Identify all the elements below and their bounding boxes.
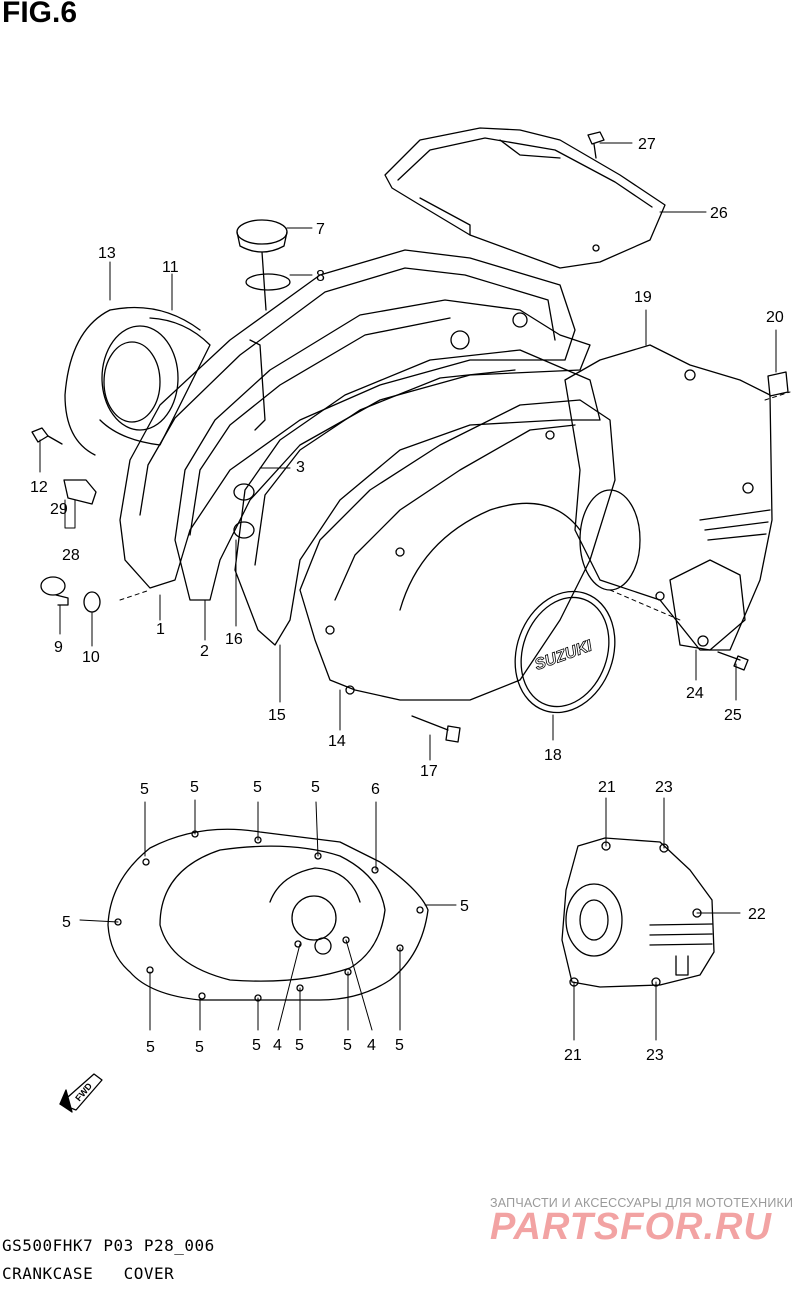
- callout-5: 5: [146, 1039, 155, 1056]
- callout-1: 1: [156, 621, 165, 638]
- callout-26: 26: [710, 205, 728, 222]
- part-12-bolt[interactable]: [31, 427, 63, 445]
- fwd-direction-arrow: [59, 1073, 103, 1113]
- part-7-filler-cap[interactable]: [236, 219, 288, 311]
- callout-5: 5: [395, 1037, 404, 1054]
- callout-21: 21: [564, 1047, 582, 1064]
- callout-8: 8: [316, 268, 325, 285]
- callout-19: 19: [634, 289, 652, 306]
- side-cover-detail[interactable]: [561, 837, 715, 988]
- callout-5: 5: [252, 1037, 261, 1054]
- part-27-bolt[interactable]: [587, 131, 605, 159]
- callout-10: 10: [82, 649, 100, 666]
- part-2-gasket[interactable]: [174, 299, 591, 601]
- part-13-cover-ring[interactable]: [64, 306, 201, 456]
- part-19-side-cover[interactable]: [564, 344, 773, 651]
- callout-16: 16: [225, 631, 243, 648]
- part-8-o-ring[interactable]: [245, 273, 291, 291]
- leader-lines: [39, 142, 791, 1041]
- callout-20: 20: [766, 309, 784, 326]
- callout-21: 21: [598, 779, 616, 796]
- part-25-bolt[interactable]: [717, 651, 749, 671]
- part-17-bolt[interactable]: [411, 715, 461, 743]
- callout-4: 4: [273, 1037, 282, 1054]
- callout-3: 3: [296, 459, 305, 476]
- part-24-small-cover[interactable]: [669, 559, 746, 651]
- callout-11: 11: [162, 259, 179, 276]
- callout-2: 2: [200, 643, 209, 660]
- watermark-brand: PARTSFOR.RU: [490, 1206, 772, 1248]
- figure-name: CRANKCASE COVER: [2, 1264, 175, 1283]
- callout-27: 27: [638, 136, 656, 153]
- callout-17: 17: [420, 763, 438, 780]
- callout-18: 18: [544, 747, 562, 764]
- callout-29: 29: [50, 501, 68, 518]
- gasket-6-with-bolts[interactable]: [107, 828, 429, 1002]
- callout-13: 13: [98, 245, 116, 262]
- callout-25: 25: [724, 707, 742, 724]
- callout-4: 4: [367, 1037, 376, 1054]
- part-15-inner-cover[interactable]: [234, 349, 601, 646]
- figure-title: FIG.6: [2, 0, 78, 29]
- part-11-cover-cap[interactable]: [99, 317, 211, 446]
- callout-5: 5: [195, 1039, 204, 1056]
- callout-5: 5: [295, 1037, 304, 1054]
- part-10-washer[interactable]: [83, 591, 101, 613]
- callout-5: 5: [253, 779, 262, 796]
- callout-23: 23: [646, 1047, 664, 1064]
- callout-9: 9: [54, 639, 63, 656]
- figure-code: GS500FHK7 P03 P28_006: [2, 1236, 215, 1255]
- callout-14: 14: [328, 733, 346, 750]
- part-1-left-crankcase-cover[interactable]: [119, 249, 576, 589]
- part-29-fitting[interactable]: [63, 479, 97, 505]
- callout-15: 15: [268, 707, 286, 724]
- suzuki-badge-text: SUZUKI: [533, 637, 595, 674]
- callout-5: 5: [190, 779, 199, 796]
- part-18-badge-plate[interactable]: [499, 577, 632, 726]
- callout-6: 6: [371, 781, 380, 798]
- callout-5: 5: [140, 781, 149, 798]
- callout-5: 5: [62, 914, 71, 931]
- callout-12: 12: [30, 479, 48, 496]
- callout-5: 5: [343, 1037, 352, 1054]
- callout-23: 23: [655, 779, 673, 796]
- callout-24: 24: [686, 685, 704, 702]
- callout-28: 28: [62, 547, 80, 564]
- callout-22: 22: [748, 906, 766, 923]
- watermark-tagline: ЗАПЧАСТИ И АКСЕССУАРЫ ДЛЯ МОТОТЕХНИКИ: [490, 1196, 794, 1210]
- part-20-cushion[interactable]: [767, 371, 789, 397]
- callout-5: 5: [460, 898, 469, 915]
- callout-5: 5: [311, 779, 320, 796]
- callout-7: 7: [316, 221, 325, 238]
- part-26-top-cover[interactable]: [384, 127, 666, 269]
- part-9-drain-plug[interactable]: [40, 576, 69, 606]
